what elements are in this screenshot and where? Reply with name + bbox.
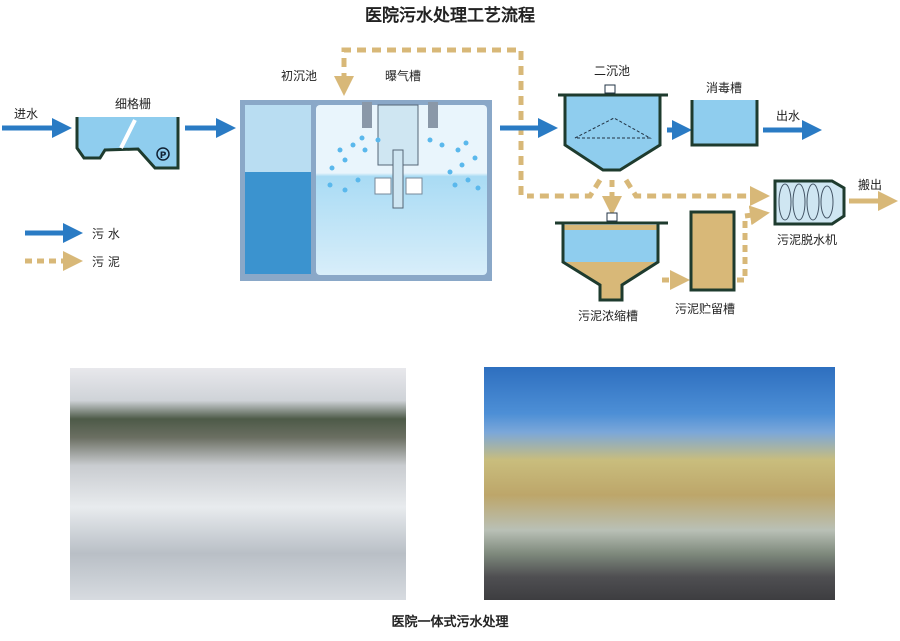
legend-sludge-label: 污 泥 <box>92 255 120 269</box>
carry-out-label: 搬出 <box>858 177 882 192</box>
secondary-clarifier <box>558 84 668 172</box>
pump-label: P <box>160 151 167 161</box>
secondary-label: 二沉池 <box>594 64 630 78</box>
screen-label: 细格栅 <box>115 96 151 111</box>
primary-aeration-tank <box>240 100 492 281</box>
disinfection-tank <box>690 100 759 147</box>
photo-caption: 医院一体式污水处理 <box>391 615 509 630</box>
legend: 污 水 污 泥 <box>25 223 120 271</box>
pump-icon <box>156 147 170 161</box>
storage-label: 污泥贮留槽 <box>675 301 735 316</box>
photo-integrated-treatment-building <box>484 367 835 600</box>
sludge-dewatering-machine <box>773 179 846 226</box>
screen-tank: P <box>75 117 180 170</box>
sludge-line <box>623 178 770 206</box>
return-sludge-line <box>334 47 524 195</box>
disinfection-label: 消毒槽 <box>706 81 742 95</box>
thickener-label: 污泥浓缩槽 <box>578 308 638 323</box>
outlet-label: 出水 <box>776 109 800 123</box>
legend-sewage-label: 污 水 <box>92 227 120 241</box>
photo-aeration-basin <box>70 368 406 600</box>
primary-clarifier <box>245 105 311 172</box>
sludge-storage-tank <box>689 210 736 292</box>
dewater-label: 污泥脱水机 <box>777 232 837 247</box>
sludge-thickener <box>555 212 668 302</box>
inlet-label: 进水 <box>14 107 38 121</box>
sludge-line <box>737 205 770 283</box>
aeration-label: 曝气槽 <box>385 68 421 83</box>
air-bubbles <box>327 135 481 193</box>
sludge-line <box>527 178 603 199</box>
primary-label: 初沉池 <box>281 69 317 83</box>
page-title: 医院污水处理工艺流程 <box>365 5 535 26</box>
